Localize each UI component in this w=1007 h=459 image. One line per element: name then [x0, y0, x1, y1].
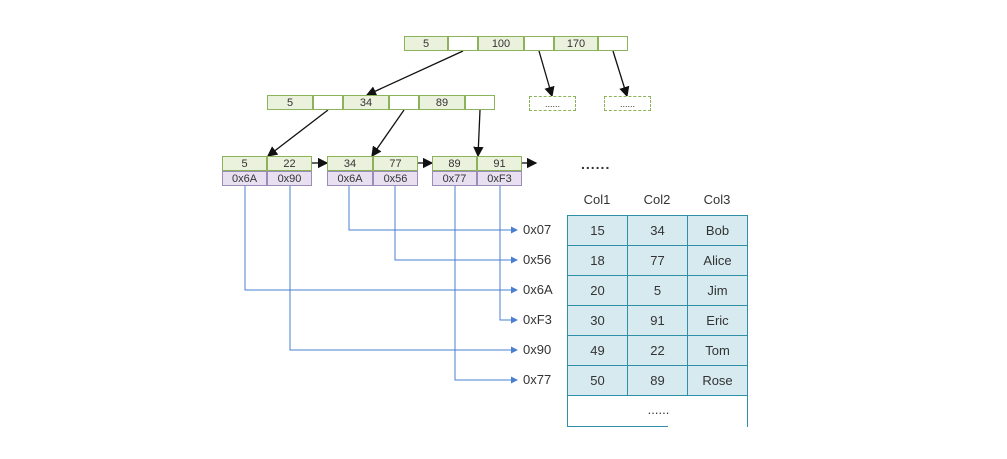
- pointer-link: [244, 186, 518, 294]
- internal-pointer-2: [389, 95, 419, 110]
- pointer-link: [348, 186, 518, 234]
- root-key-2: 100: [478, 36, 524, 51]
- pointer-link: [454, 186, 518, 384]
- row-address-3: 0x6A: [523, 282, 553, 297]
- tree-arrows: [266, 50, 630, 158]
- pointer-link: [289, 186, 518, 354]
- table-cell: 34: [627, 215, 688, 246]
- column-header-3: Col3: [703, 192, 731, 207]
- leaf-2-key-2: 77: [373, 156, 418, 171]
- leaf-1-addr-1: 0x6A: [222, 171, 267, 186]
- table-cell: 91: [627, 305, 688, 336]
- table-cell: Eric: [687, 305, 748, 336]
- leaf-3-addr-1: 0x77: [432, 171, 477, 186]
- pointer-links: [244, 186, 518, 384]
- internal-key-3: 89: [419, 95, 465, 110]
- leaf-1-key-2: 22: [267, 156, 312, 171]
- table-cell: 89: [627, 365, 688, 396]
- column-header-1: Col1: [583, 192, 611, 207]
- table-cell: Rose: [687, 365, 748, 396]
- tree-arrow: [266, 109, 329, 157]
- table-cell: 30: [567, 305, 628, 336]
- table-more-text: ......: [647, 402, 670, 417]
- row-address-4: 0xF3: [523, 312, 552, 327]
- table-cell: 77: [627, 245, 688, 276]
- table-cell: Tom: [687, 335, 748, 366]
- row-address-6: 0x77: [523, 372, 552, 387]
- leaf-1-addr-2: 0x90: [267, 171, 312, 186]
- collapsed-node-2: ......: [604, 96, 651, 111]
- table-cell: Bob: [687, 215, 748, 246]
- collapsed-node-1: ......: [529, 96, 576, 111]
- table-more-row: ......: [567, 395, 748, 427]
- leaf-1-key-1: 5: [222, 156, 267, 171]
- internal-pointer-3: [465, 95, 495, 110]
- row-address-5: 0x90: [523, 342, 552, 357]
- leaf-3-key-2: 91: [477, 156, 522, 171]
- table-cell: 18: [567, 245, 628, 276]
- leaf-3-addr-2: 0xF3: [477, 171, 522, 186]
- leaf-more: ......: [581, 156, 611, 172]
- tree-arrow: [365, 50, 464, 96]
- table-cell: 20: [567, 275, 628, 306]
- row-address-1: 0x07: [523, 222, 552, 237]
- root-pointer-1: [448, 36, 478, 51]
- table-cell: 50: [567, 365, 628, 396]
- pointer-link: [394, 186, 518, 264]
- root-key-1: 5: [404, 36, 448, 51]
- leaf-2-addr-2: 0x56: [373, 171, 418, 186]
- table-more-bottom-border: [568, 426, 668, 427]
- root-pointer-2: [524, 36, 554, 51]
- tree-arrow: [371, 109, 405, 158]
- table-cell: 15: [567, 215, 628, 246]
- internal-key-1: 5: [267, 95, 313, 110]
- table-cell: 5: [627, 275, 688, 306]
- column-header-2: Col2: [643, 192, 671, 207]
- root-pointer-3: [598, 36, 628, 51]
- leaf-2-addr-1: 0x6A: [327, 171, 373, 186]
- tree-arrow: [612, 50, 630, 98]
- tree-arrow: [473, 109, 484, 158]
- pointer-link: [499, 186, 518, 324]
- tree-arrow: [538, 50, 555, 98]
- internal-pointer-1: [313, 95, 343, 110]
- root-key-3: 170: [554, 36, 598, 51]
- leaf-2-key-1: 34: [327, 156, 373, 171]
- table-cell: Jim: [687, 275, 748, 306]
- table-cell: 22: [627, 335, 688, 366]
- table-cell: 49: [567, 335, 628, 366]
- row-address-2: 0x56: [523, 252, 552, 267]
- internal-key-2: 34: [343, 95, 389, 110]
- leaf-3-key-1: 89: [432, 156, 477, 171]
- table-cell: Alice: [687, 245, 748, 276]
